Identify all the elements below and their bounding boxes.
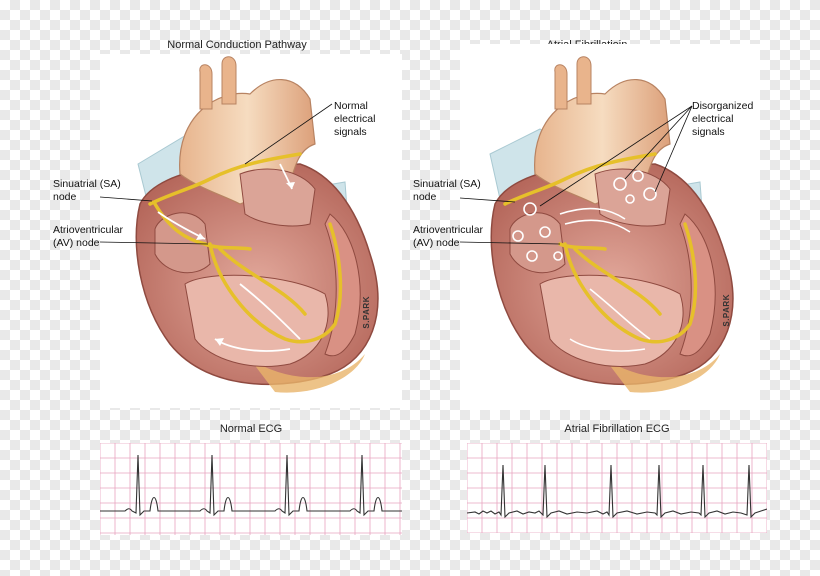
artist-signature: S.PARK	[362, 296, 371, 329]
normal-heart-illustration	[100, 56, 379, 393]
afib-signals-label: Disorganized electrical signals	[692, 100, 754, 138]
normal-panel-title: Normal Conduction Pathway	[167, 39, 307, 51]
afib-ecg-waveform	[467, 464, 767, 519]
normal-ecg-trace	[100, 443, 402, 535]
afib-ecg-strip	[467, 443, 767, 533]
ecg-grid	[467, 443, 767, 533]
normal-ecg-title: Normal ECG	[219, 423, 283, 435]
afib-ecg-trace	[467, 443, 767, 533]
afib-sa-node-label: Sinuatrial (SA) node	[413, 178, 481, 203]
ecg-grid	[100, 443, 402, 535]
artist-signature: S.PARK	[722, 294, 731, 327]
afib-heart-panel: S.PARK	[460, 44, 760, 410]
normal-sa-node-label: Sinuatrial (SA) node	[53, 178, 121, 203]
normal-av-node-label: Atrioventricular (AV) node	[53, 224, 124, 249]
normal-ecg-waveform	[100, 454, 402, 517]
afib-av-node-label: Atrioventricular (AV) node	[413, 224, 484, 249]
normal-signals-label: Normal electrical signals	[334, 100, 376, 138]
normal-ecg-strip	[100, 443, 402, 535]
normal-heart-panel: S.PARK	[100, 54, 402, 408]
afib-heart-illustration	[460, 56, 734, 393]
afib-ecg-title: Atrial Fibrillation ECG	[564, 423, 670, 435]
